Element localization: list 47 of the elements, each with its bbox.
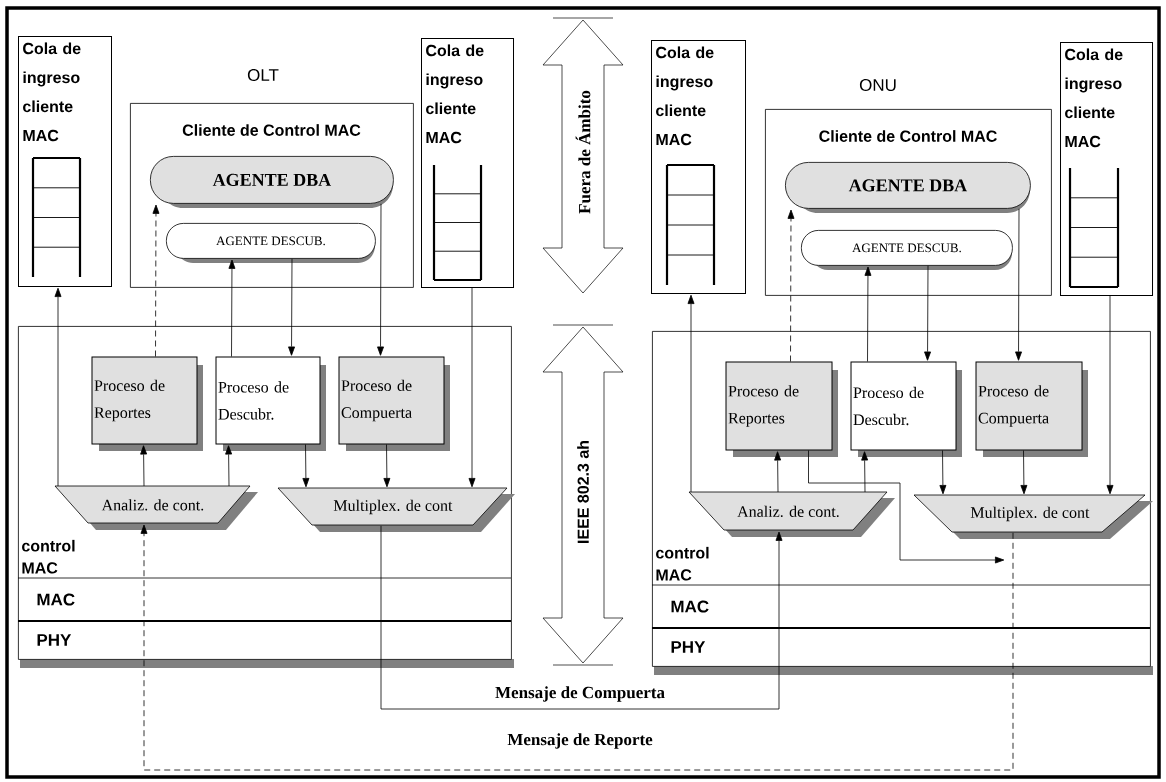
arrow <box>225 445 233 487</box>
queue-box: Cola de ingreso cliente MAC <box>651 40 746 294</box>
process-box: Proceso de Reportes <box>725 361 838 457</box>
process-box: Proceso de Compuerta <box>338 356 450 451</box>
queue-box: Cola de ingreso cliente MAC <box>421 38 514 288</box>
agent-box: AGENTE DESCUB. <box>166 223 376 263</box>
queue-box: Cola de ingreso cliente MAC <box>18 36 112 287</box>
trapezoid-block: Multiplex. de cont <box>277 487 515 532</box>
arrow <box>140 445 148 487</box>
agent-box: AGENTE DBA <box>150 156 394 208</box>
arrow <box>1106 295 1114 495</box>
heading-label: IEEE 802.3 ah <box>577 441 589 543</box>
arrow <box>1020 450 1028 495</box>
arrow <box>377 203 384 356</box>
arrow <box>864 266 872 362</box>
heading-label: ONU <box>859 79 896 92</box>
queue-box: Cola de ingreso cliente MAC <box>1060 42 1153 296</box>
arrow <box>468 287 476 488</box>
heading-label: OLT <box>247 69 279 82</box>
arrow <box>1015 208 1022 361</box>
edge-label: Mensaje de Reporte <box>506 732 654 750</box>
trapezoid-block: Analiz. de cont. <box>54 485 258 530</box>
edge-label: Mensaje de Compuerta <box>494 685 666 703</box>
agent-box: AGENTE DBA <box>785 162 1031 213</box>
process-box: Proceso de Descubr. <box>215 356 326 451</box>
heading-label: Fuera de Ámbito <box>575 90 591 214</box>
arrow <box>939 450 947 495</box>
arrow <box>383 444 391 488</box>
arrow <box>787 209 795 362</box>
arrow <box>152 204 160 357</box>
trapezoid-block: Analiz. de cont. <box>688 491 895 537</box>
arrow <box>774 451 782 493</box>
arrow <box>861 451 869 493</box>
process-box: Proceso de Compuerta <box>975 361 1088 457</box>
arrow <box>808 450 1005 564</box>
arrow <box>140 524 1014 771</box>
arrow <box>54 287 62 487</box>
arrow <box>228 259 236 357</box>
process-box: Proceso de Reportes <box>91 356 203 451</box>
arrow <box>302 444 310 488</box>
arrow <box>288 258 295 356</box>
arrow <box>687 294 695 493</box>
process-box: Proceso de Descubr. <box>850 361 962 457</box>
agent-box: AGENTE DESCUB. <box>801 230 1013 270</box>
trapezoid-block: Multiplex. de cont <box>913 494 1153 539</box>
arrow <box>924 265 931 361</box>
arrow <box>380 525 783 710</box>
